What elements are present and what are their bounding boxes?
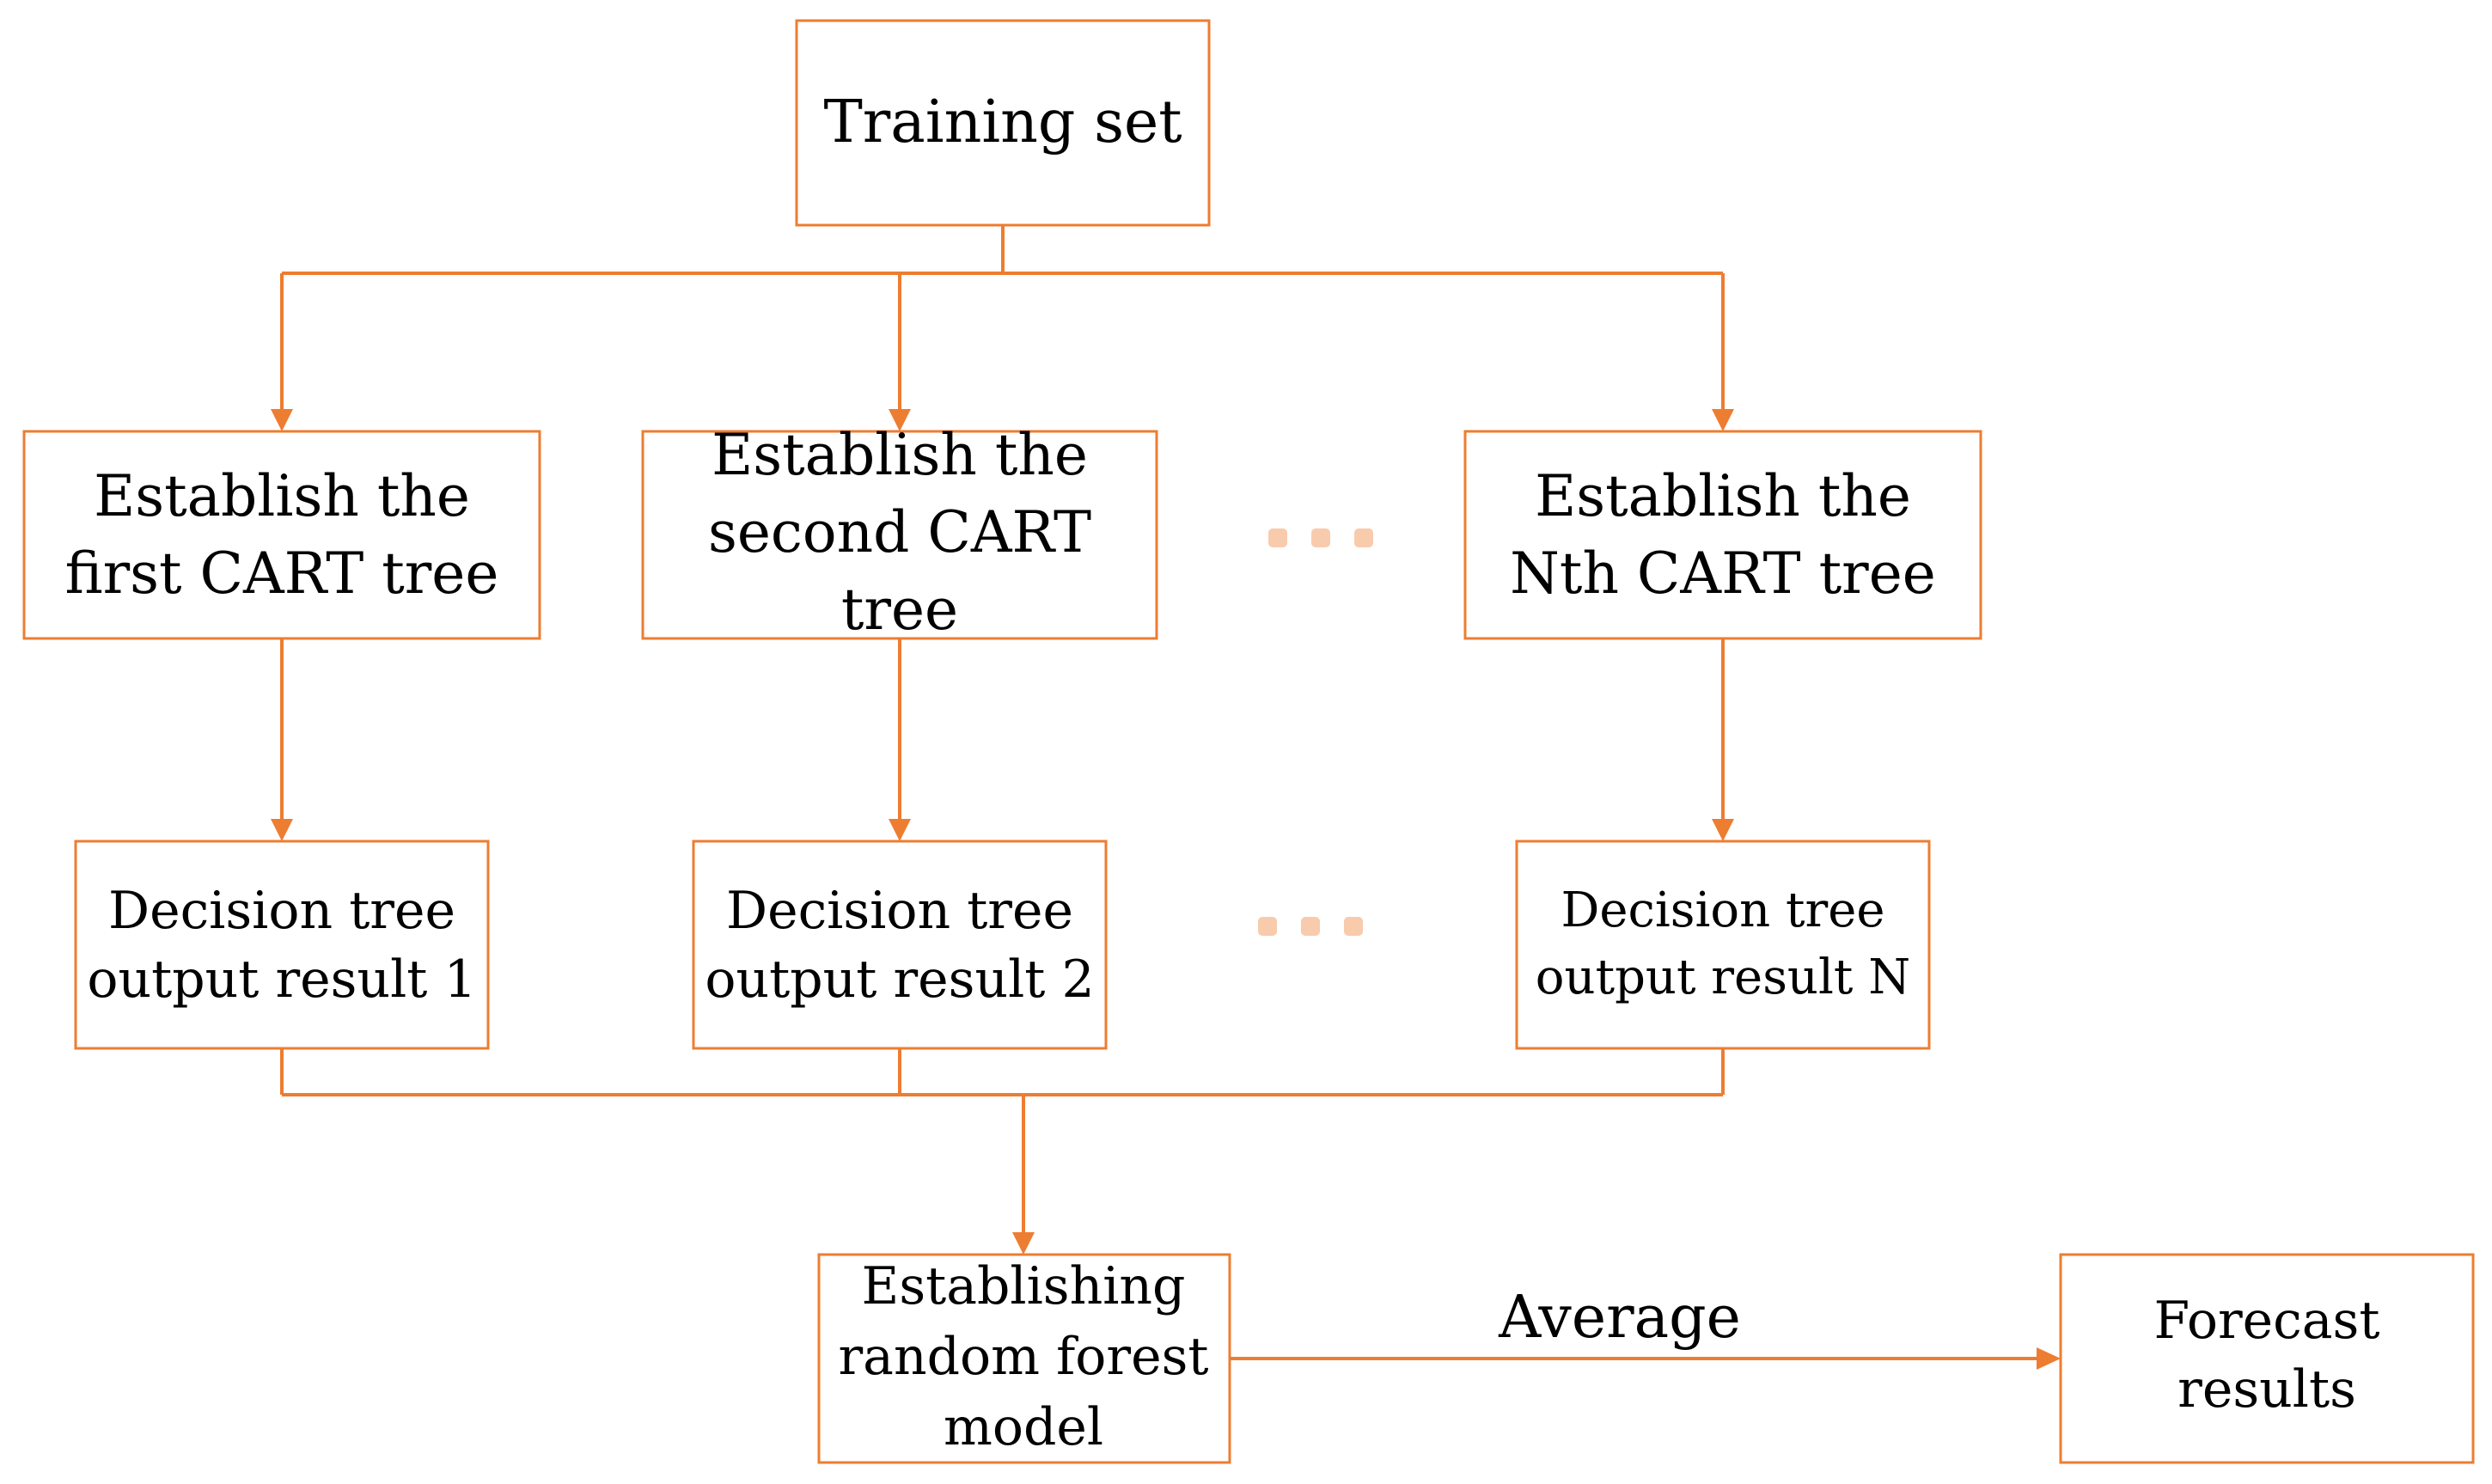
node-label-line-2: first CART tree: [65, 540, 499, 607]
ellipsis-dot: [1344, 917, 1363, 936]
node-label-line-2: output result 1: [87, 950, 476, 1010]
node-label-line-1: Decision tree: [726, 881, 1073, 941]
ellipsis-icon: [1258, 917, 1363, 936]
node-label-line-2: output result 2: [705, 950, 1094, 1010]
arrow-head: [271, 819, 293, 841]
node-forecast-results: Forecast results: [2059, 1253, 2475, 1464]
node-box: [641, 430, 1158, 640]
node-label-line-1: Forecast: [2154, 1291, 2380, 1351]
node-tree-nth: Establish the Nth CART tree: [1463, 430, 1982, 640]
node-label-line-3: tree: [841, 577, 958, 643]
connectors: [271, 225, 2061, 1370]
node-box: [795, 19, 1211, 227]
node-label-line-2: random forest: [838, 1327, 1208, 1387]
node-box: [74, 840, 490, 1050]
node-label-line-1: Establish the: [94, 463, 470, 529]
node-output-n: Decision tree output result N: [1515, 840, 1931, 1050]
arrow-head: [889, 409, 911, 431]
arrow-head: [1712, 819, 1734, 841]
node-label-line-1: Establish the: [712, 422, 1088, 488]
node-label-line-1: Establishing: [862, 1256, 1186, 1316]
node-training-set: Training set: [795, 19, 1211, 227]
arrow-head: [1712, 409, 1734, 431]
ellipsis-dot: [1258, 917, 1277, 936]
arrow-head: [271, 409, 293, 431]
node-label-line-2: second CART: [708, 499, 1091, 565]
node-label-line-2: output result N: [1536, 950, 1910, 1005]
node-label-line-2: results: [2177, 1359, 2356, 1420]
node-label: Training set: [823, 89, 1182, 156]
node-box: [2059, 1253, 2475, 1464]
arrow-head: [889, 819, 911, 841]
node-label-line-1: Decision tree: [1561, 882, 1884, 938]
ellipsis-dot: [1311, 528, 1330, 547]
node-label-line-1: Establish the: [1535, 463, 1911, 529]
node-box: [1515, 840, 1931, 1050]
node-box: [22, 430, 541, 640]
arrow-head: [2037, 1347, 2061, 1370]
ellipsis-dot: [1301, 917, 1320, 936]
node-box: [817, 1253, 1231, 1464]
arrow-head: [1012, 1232, 1035, 1255]
node-box: [1463, 430, 1982, 640]
node-label-line-1: Decision tree: [108, 881, 455, 941]
node-label-line-3: model: [944, 1397, 1103, 1457]
node-output-1: Decision tree output result 1: [74, 840, 490, 1050]
edge-label-average: Average: [1498, 1284, 1741, 1352]
ellipsis-dot: [1354, 528, 1373, 547]
node-label-line-2: Nth CART tree: [1510, 540, 1936, 607]
node-output-2: Decision tree output result 2: [692, 840, 1108, 1050]
node-tree-second: Establish the second CART tree: [641, 422, 1158, 643]
ellipsis-icon: [1268, 528, 1373, 547]
node-random-forest: Establishing random forest model: [817, 1253, 1231, 1464]
node-tree-first: Establish the first CART tree: [22, 430, 541, 640]
node-box: [692, 840, 1108, 1050]
ellipsis-dot: [1268, 528, 1287, 547]
